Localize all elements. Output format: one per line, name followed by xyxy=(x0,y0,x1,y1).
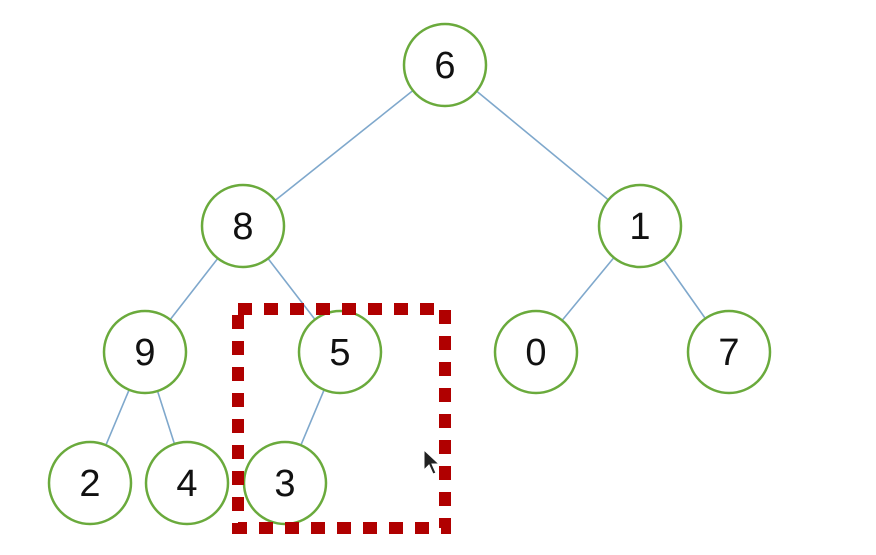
tree-edge xyxy=(267,257,316,321)
node-circle xyxy=(297,309,383,395)
tree-edge xyxy=(561,257,615,321)
tree-edge xyxy=(169,257,219,321)
node-circle xyxy=(200,183,286,269)
node-value: 6 xyxy=(434,45,455,87)
tree-edges xyxy=(105,89,706,446)
tree-node-6: 6 xyxy=(402,22,488,108)
node-circle xyxy=(493,309,579,395)
tree-edge xyxy=(300,389,325,446)
node-value: 1 xyxy=(629,206,650,248)
node-value: 4 xyxy=(176,463,197,505)
tree-node-0: 0 xyxy=(493,309,579,395)
tree-node-7: 7 xyxy=(686,309,772,395)
node-circle xyxy=(597,183,683,269)
tree-edge xyxy=(105,389,130,446)
tree-edge xyxy=(476,90,609,201)
tree-edge xyxy=(274,89,414,202)
node-value: 5 xyxy=(329,332,350,374)
tree-node-5: 5 xyxy=(297,309,383,395)
node-value: 8 xyxy=(232,206,253,248)
tree-node-9: 9 xyxy=(102,309,188,395)
highlight-box xyxy=(232,303,451,534)
node-value: 9 xyxy=(134,332,155,374)
node-circle xyxy=(686,309,772,395)
tree-node-3: 3 xyxy=(242,440,328,526)
tree-node-4: 4 xyxy=(144,440,230,526)
node-circle xyxy=(402,22,488,108)
tree-edge xyxy=(663,259,706,319)
node-value: 2 xyxy=(79,463,100,505)
tree-node-8: 8 xyxy=(200,183,286,269)
tree-node-2: 2 xyxy=(47,440,133,526)
node-circle xyxy=(144,440,230,526)
tree-edge xyxy=(156,390,176,445)
mouse-pointer-icon xyxy=(423,448,441,475)
node-circle xyxy=(102,309,188,395)
tree-node-1: 1 xyxy=(597,183,683,269)
node-circle xyxy=(47,440,133,526)
node-value: 3 xyxy=(274,463,295,505)
node-value: 0 xyxy=(525,332,546,374)
node-value: 7 xyxy=(718,332,739,374)
tree-nodes: 6 8 1 9 5 0 7 2 4 3 xyxy=(47,22,772,526)
